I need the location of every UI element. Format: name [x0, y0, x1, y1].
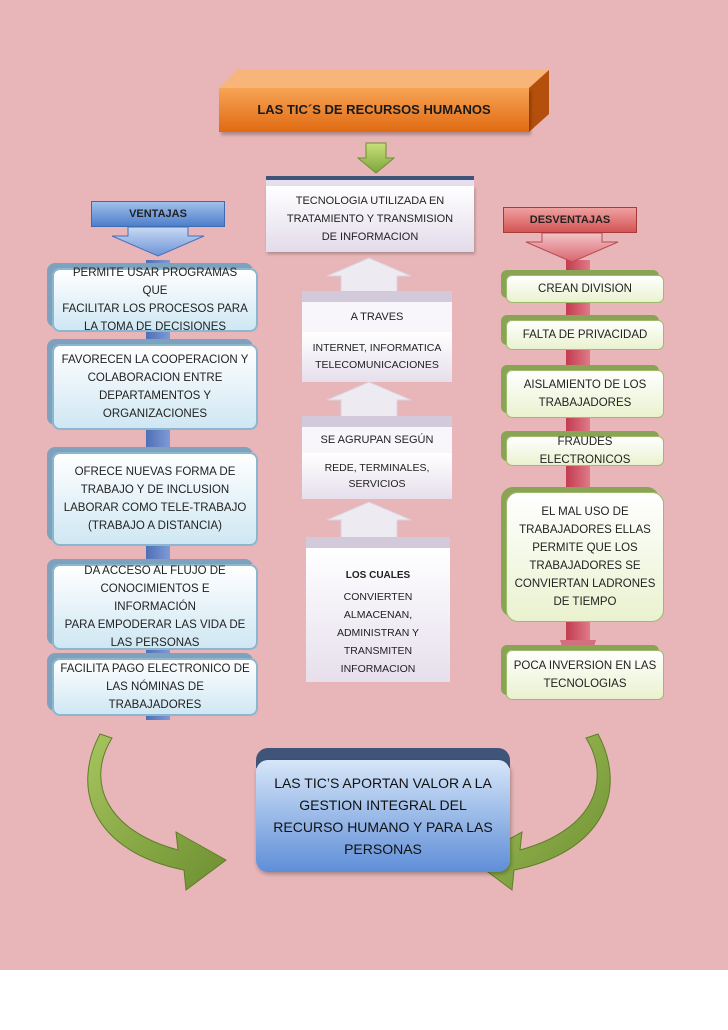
ventaja-item-4: DA ACCESO AL FLUJO DE CONOCIMIENTOS E IN… — [52, 564, 258, 650]
diagram-title: LAS TIC´S DE RECURSOS HUMANOS — [219, 88, 529, 132]
step1-label: A TRAVES — [302, 302, 452, 332]
center-top-box: TECNOLOGIA UTILIZADA EN TRATAMIENTO Y TR… — [266, 186, 474, 252]
up-arrow-3 — [326, 501, 412, 541]
ventaja-item-1: PERMITE USAR PROGRAMAS QUE FACILITAR LOS… — [52, 267, 258, 333]
desventaja-item-2: FALTA DE PRIVACIDAD — [506, 320, 664, 350]
title-box-side-face — [529, 70, 549, 132]
step2-text: REDE, TERMINALES, SERVICIOS — [302, 453, 452, 499]
desventaja-item-6: POCA INVERSION EN LAS TECNOLOGIAS — [506, 650, 664, 700]
step1-text: INTERNET, INFORMATICA TELECOMUNICACIONES — [302, 332, 452, 382]
desventaja-item-1: CREAN DIVISION — [506, 275, 664, 303]
desventaja-item-3: AISLAMIENTO DE LOS TRABAJADORES — [506, 370, 664, 418]
ventajas-header: VENTAJAS — [91, 201, 225, 227]
desventajas-down-arrow — [525, 232, 619, 263]
step3-edge — [306, 537, 450, 549]
ventajas-down-arrow — [111, 226, 205, 257]
step2-label: SE AGRUPAN SEGÚN — [302, 427, 452, 453]
left-curved-arrow — [87, 733, 227, 891]
step3-box — [306, 548, 450, 682]
ventaja-item-3: OFRECE NUEVAS FORMA DE TRABAJO Y DE INCL… — [52, 452, 258, 546]
step2-edge — [302, 416, 452, 428]
up-arrow-2 — [326, 381, 412, 421]
step3-text: CONVIERTEN ALMACENAN, ADMINISTRAN Y TRAN… — [336, 591, 420, 675]
desventaja-item-5: EL MAL USO DE TRABAJADORES ELLAS PERMITE… — [506, 492, 664, 622]
up-arrow-1 — [326, 257, 412, 295]
desventaja-item-4: FRAUDES ELECTRONICOS — [506, 436, 664, 466]
ventaja-item-2: FAVORECEN LA COOPERACION Y COLABORACION … — [52, 344, 258, 430]
ventaja-item-5: FACILITA PAGO ELECTRONICO DE LAS NÓMINAS… — [52, 658, 258, 716]
step1-edge — [302, 291, 452, 303]
green-down-arrow — [356, 142, 396, 174]
title-box-top-face — [219, 70, 549, 88]
desventajas-header: DESVENTAJAS — [503, 207, 637, 233]
step3-label-text: LOS CUALES — [345, 570, 411, 581]
conclusion-box: LAS TIC’S APORTAN VALOR A LA GESTION INT… — [256, 760, 510, 872]
